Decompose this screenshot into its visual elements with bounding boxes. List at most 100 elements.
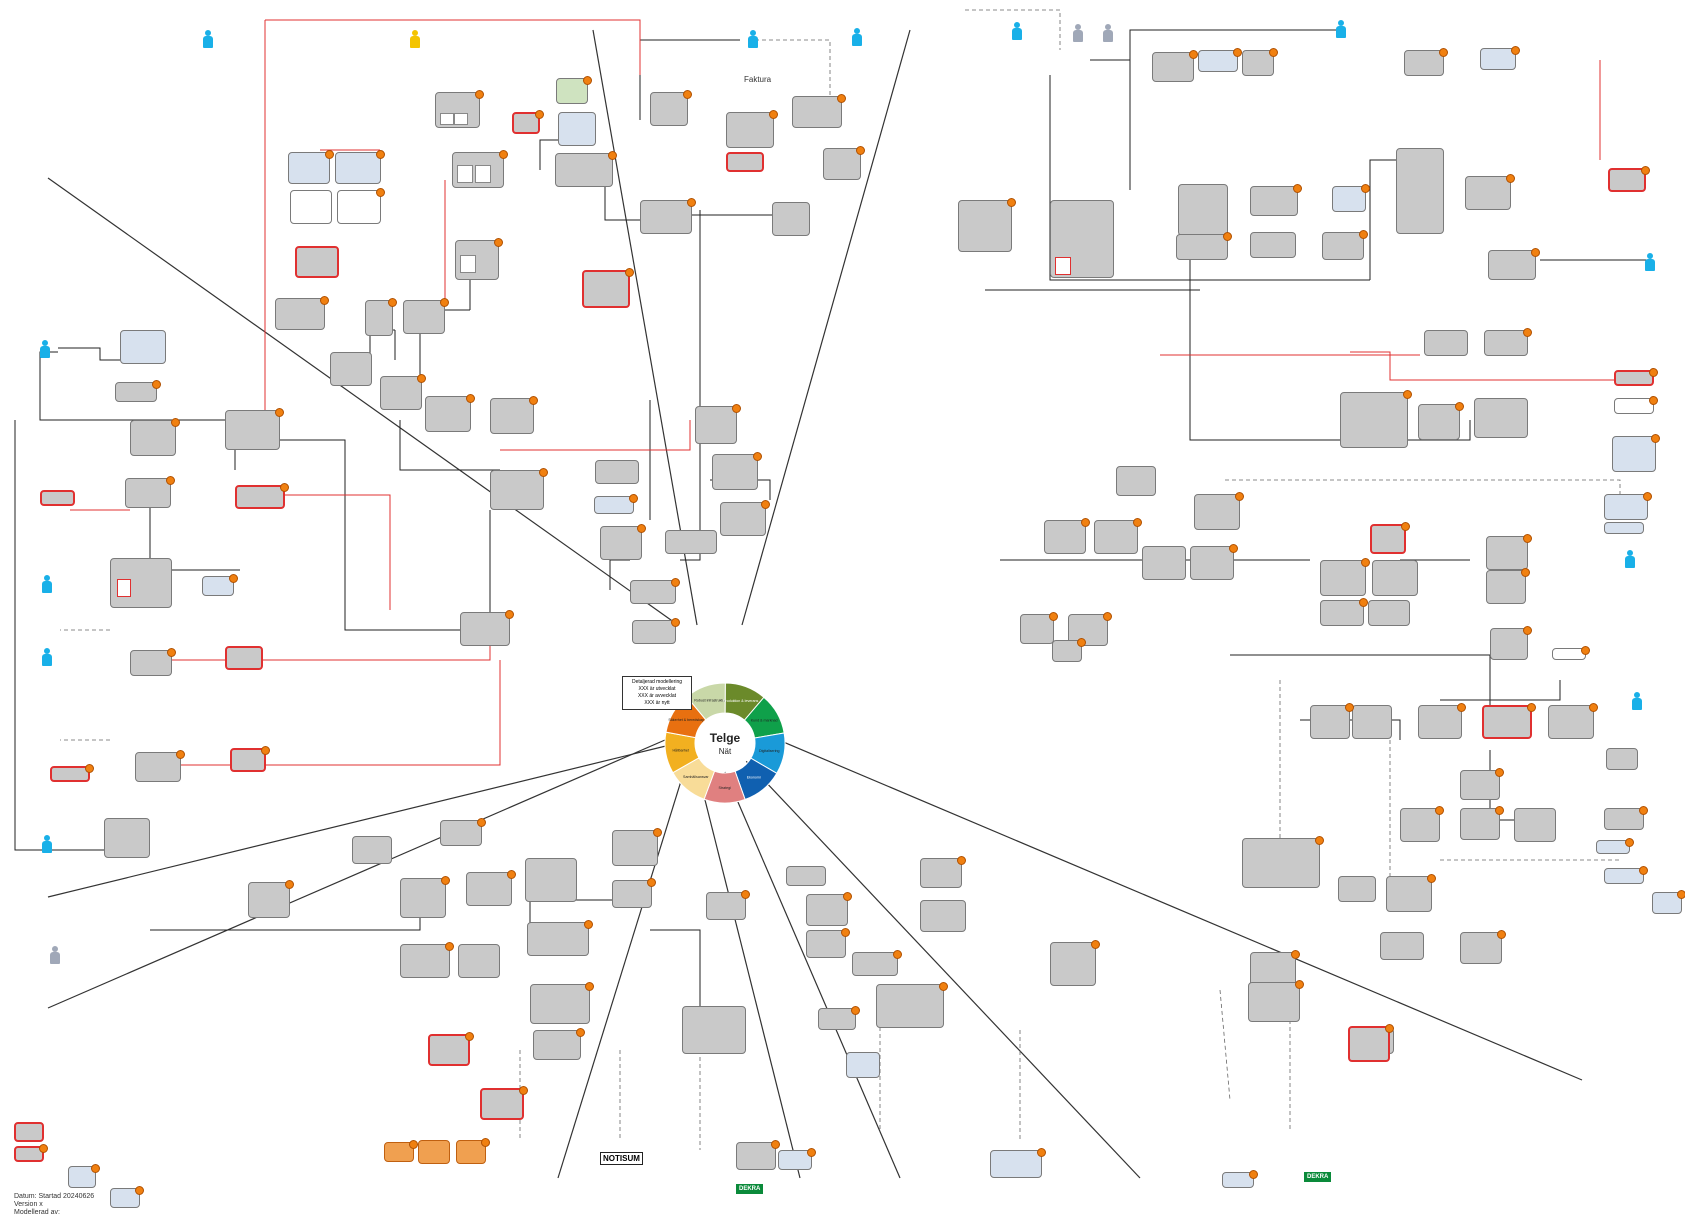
process-box[interactable] (428, 1034, 470, 1066)
process-box[interactable] (288, 152, 330, 184)
process-box[interactable] (1596, 840, 1630, 854)
process-box[interactable] (1178, 184, 1228, 236)
process-box[interactable] (1116, 466, 1156, 496)
process-box[interactable] (582, 270, 630, 308)
process-box[interactable] (225, 410, 280, 450)
process-box[interactable] (772, 202, 810, 236)
process-box[interactable] (720, 502, 766, 536)
process-box[interactable] (1608, 168, 1646, 192)
process-box[interactable] (1612, 436, 1656, 472)
process-box[interactable] (823, 148, 861, 180)
process-box[interactable] (1482, 705, 1532, 739)
process-box[interactable] (418, 1140, 450, 1164)
process-box[interactable] (1152, 52, 1194, 82)
process-box[interactable] (525, 858, 577, 902)
process-box[interactable] (1050, 942, 1096, 986)
process-box[interactable] (665, 530, 717, 554)
process-box[interactable] (1242, 838, 1320, 888)
process-box[interactable] (595, 460, 639, 484)
process-box[interactable] (130, 650, 172, 676)
process-box[interactable] (1222, 1172, 1254, 1188)
process-box[interactable] (50, 766, 90, 782)
process-box[interactable] (555, 153, 613, 187)
process-box[interactable] (425, 396, 471, 432)
process-box[interactable] (778, 1150, 812, 1170)
process-box[interactable] (558, 112, 596, 146)
process-box[interactable] (533, 1030, 581, 1060)
process-box[interactable] (225, 646, 263, 670)
process-box[interactable] (1548, 705, 1594, 739)
process-box[interactable] (1386, 876, 1432, 912)
process-box[interactable] (990, 1150, 1042, 1178)
process-box[interactable] (202, 576, 234, 596)
process-box[interactable] (40, 490, 75, 506)
process-box[interactable] (852, 952, 898, 976)
process-box[interactable] (1320, 600, 1364, 626)
process-box[interactable] (1050, 200, 1114, 278)
process-box[interactable] (736, 1142, 776, 1170)
process-box[interactable] (1604, 868, 1644, 884)
process-box[interactable] (1484, 330, 1528, 356)
process-box[interactable] (1310, 705, 1350, 739)
process-box[interactable] (455, 240, 499, 280)
process-box[interactable] (1348, 1026, 1390, 1062)
process-box[interactable] (806, 930, 846, 958)
process-box[interactable] (365, 300, 393, 336)
process-box[interactable] (1460, 932, 1502, 964)
process-box[interactable] (1320, 560, 1366, 596)
process-box[interactable] (920, 858, 962, 888)
process-box[interactable] (1094, 520, 1138, 554)
process-box[interactable] (435, 92, 480, 128)
process-box[interactable] (920, 900, 966, 932)
process-box[interactable] (1604, 808, 1644, 830)
process-box[interactable] (230, 748, 266, 772)
process-box[interactable] (530, 984, 590, 1024)
process-box[interactable] (1474, 398, 1528, 438)
process-box[interactable] (1400, 808, 1440, 842)
process-box[interactable] (1176, 234, 1228, 260)
process-box[interactable] (1250, 186, 1298, 216)
process-box[interactable] (726, 152, 764, 172)
process-box[interactable] (1250, 232, 1296, 258)
process-box[interactable] (1368, 600, 1410, 626)
process-box[interactable] (1248, 982, 1300, 1022)
process-box[interactable] (400, 944, 450, 978)
process-box[interactable] (818, 1008, 856, 1030)
process-box[interactable] (1142, 546, 1186, 580)
process-box[interactable] (786, 866, 826, 886)
process-box[interactable] (400, 878, 446, 918)
process-box[interactable] (1604, 494, 1648, 520)
process-box[interactable] (1370, 524, 1406, 554)
process-box[interactable] (125, 478, 171, 508)
process-box[interactable] (235, 485, 285, 509)
process-box[interactable] (248, 882, 290, 918)
process-box[interactable] (612, 880, 652, 908)
process-box[interactable] (1338, 876, 1376, 902)
process-box[interactable] (1486, 570, 1526, 604)
process-box[interactable] (695, 406, 737, 444)
process-box[interactable] (1460, 808, 1500, 840)
process-box[interactable] (706, 892, 746, 920)
process-box[interactable] (330, 352, 372, 386)
process-box[interactable] (792, 96, 842, 128)
process-box[interactable] (384, 1142, 414, 1162)
process-box[interactable] (1460, 770, 1500, 800)
process-box[interactable] (1340, 392, 1408, 448)
process-box[interactable] (594, 496, 634, 514)
process-box[interactable] (335, 152, 381, 184)
process-box[interactable] (466, 872, 512, 906)
process-box[interactable] (1418, 404, 1460, 440)
process-box[interactable] (1372, 560, 1418, 596)
process-box[interactable] (1332, 186, 1366, 212)
process-box[interactable] (403, 300, 445, 334)
process-box[interactable] (1194, 494, 1240, 530)
process-box[interactable] (556, 78, 588, 104)
process-box[interactable] (275, 298, 325, 330)
process-box[interactable] (14, 1146, 44, 1162)
process-box[interactable] (1418, 705, 1462, 739)
process-box[interactable] (1404, 50, 1444, 76)
process-box[interactable] (1490, 628, 1528, 660)
process-box[interactable] (110, 1188, 140, 1208)
process-box[interactable] (712, 454, 758, 490)
process-box[interactable] (1488, 250, 1536, 280)
